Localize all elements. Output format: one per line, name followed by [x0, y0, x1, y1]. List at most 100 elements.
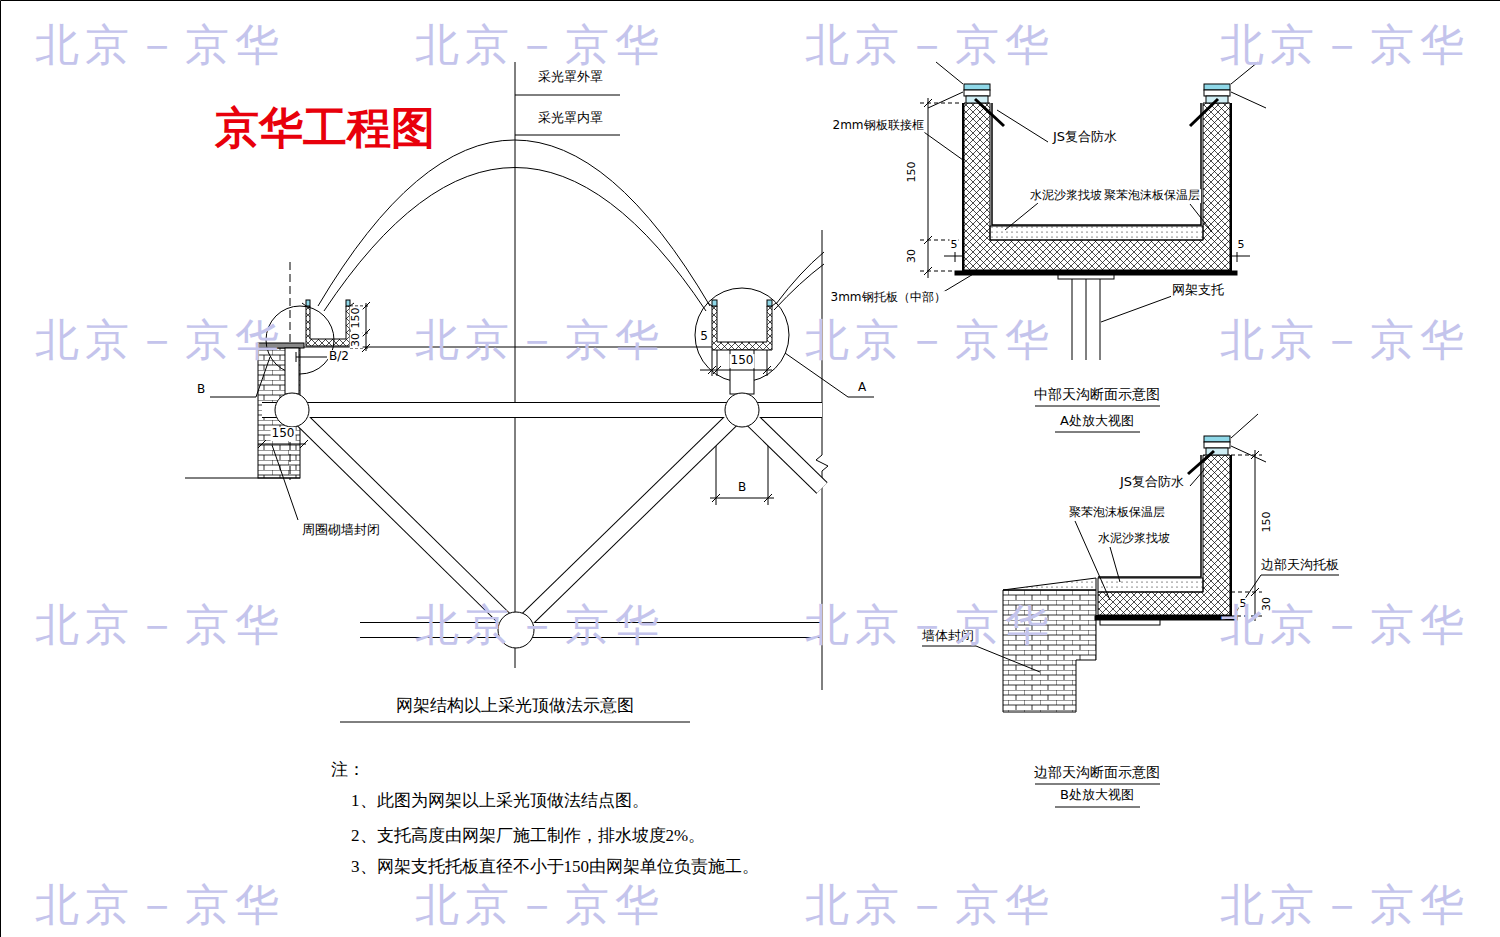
middle-gutter-section [1204, 84, 1230, 90]
watermark: 北京－京华 [1220, 315, 1470, 366]
light-roof-elevation [318, 140, 710, 306]
edge-gutter-section [1003, 578, 1096, 590]
null [262, 410, 822, 630]
light-roof-elevation [258, 444, 306, 445]
edge-gutter-section [1035, 784, 1160, 785]
part-label: 网架支托 [1171, 283, 1225, 298]
dimension: B [737, 481, 747, 495]
middle-gutter-section [921, 130, 963, 160]
dimension: B/2 [328, 350, 350, 364]
light-roof-elevation [822, 471, 823, 690]
light-roof-elevation [306, 300, 310, 306]
part-label: 水泥沙浆找坡 [1097, 532, 1171, 546]
light-roof-elevation [515, 95, 620, 96]
light-roof-elevation [712, 494, 772, 502]
watermark: 北京－京华 [1220, 20, 1470, 71]
light-roof-elevation [767, 300, 772, 306]
light-roof-elevation [346, 300, 350, 306]
middle-gutter-section [1005, 203, 1038, 230]
edge-gutter-section [1190, 470, 1204, 486]
dimension: 5 [950, 239, 959, 252]
edge-gutter-section [1110, 547, 1120, 582]
part-label: 边部天沟托板 [1260, 558, 1340, 573]
light-roof-elevation [324, 168, 706, 312]
part-label: 采光罩内罩 [537, 111, 604, 126]
light-roof-elevation [296, 352, 297, 362]
dimension: 150 [906, 161, 919, 184]
middle-gutter-section [975, 99, 1004, 126]
dimension: 5 [1237, 239, 1246, 252]
light-roof-elevation [730, 350, 754, 394]
watermark: 北京－京华 [805, 20, 1055, 71]
edge-gutter-section [1204, 436, 1230, 442]
watermark: 北京－京华 [805, 600, 1055, 651]
middle-gutter-section [920, 62, 1266, 432]
watermark: 北京－京华 [415, 20, 665, 71]
light-roof-elevation [362, 302, 370, 352]
watermark: 北京－京华 [415, 880, 665, 931]
middle-gutter-section [928, 98, 929, 278]
light-roof-elevation [712, 306, 772, 350]
part-label: 周圈砌墙封闭 [301, 523, 381, 538]
watermark: 北京－京华 [415, 600, 665, 651]
edge-gutter-section [1098, 455, 1230, 615]
middle-gutter-section [997, 110, 1048, 142]
part-label: 水泥沙浆找坡 [1029, 189, 1103, 203]
middle-gutter-section [990, 226, 1203, 240]
drawing-title: 京华工程图 [215, 103, 435, 154]
watermark: 北京－京华 [35, 315, 285, 366]
null [516, 410, 742, 630]
edge-gutter-section [1231, 455, 1262, 616]
middle-gutter-section [1190, 99, 1218, 126]
light-roof-elevation [258, 440, 308, 448]
light-roof-elevation [285, 348, 299, 394]
light-roof-elevation [296, 357, 327, 358]
middle-gutter-section [1190, 204, 1212, 232]
edge-gutter-section [1055, 807, 1140, 808]
watermark: 北京－京华 [35, 600, 285, 651]
light-roof-elevation [185, 62, 874, 722]
null [516, 410, 742, 630]
note: 1、此图为网架以上采光顶做法结点图。 [350, 791, 650, 811]
light-roof-elevation [776, 252, 824, 304]
edge-gutter-section [1096, 455, 1231, 616]
edge-gutter-section [1098, 578, 1203, 592]
light-roof-elevation [695, 288, 789, 382]
dimension: 150 [350, 307, 363, 330]
light-roof-elevation [700, 370, 772, 371]
light-roof-elevation [816, 455, 828, 471]
watermark: 北京－京华 [805, 880, 1055, 931]
watermark: 北京－京华 [415, 315, 665, 366]
light-roof-elevation [350, 306, 370, 348]
watermark: 北京－京华 [35, 20, 285, 71]
part-label: 聚苯泡沫板保温层 [1103, 189, 1201, 203]
part-label: 2mm钢板联接框 [831, 119, 924, 133]
callout-letter: B [196, 383, 206, 397]
light-roof-elevation [710, 498, 774, 499]
part-label: 采光罩外罩 [537, 70, 604, 85]
null [725, 393, 759, 427]
middle-gutter-section [992, 103, 1201, 225]
null [262, 410, 822, 630]
middle-gutter-section [964, 84, 990, 90]
light-roof-elevation [306, 306, 350, 346]
middle-gutter-section [963, 103, 1231, 271]
middle-gutter-section [955, 271, 1237, 275]
detail-caption: 中部天沟断面示意图 [1033, 386, 1161, 402]
edge-gutter-section [1100, 620, 1160, 625]
part-label: 聚苯泡沫板保温层 [1068, 506, 1166, 520]
light-roof-elevation [716, 428, 768, 505]
middle-gutter-section [964, 90, 990, 96]
middle-gutter-section [920, 103, 962, 271]
dimension: 30 [350, 332, 363, 348]
light-roof-elevation [708, 303, 776, 306]
middle-gutter-section [1101, 296, 1172, 322]
middle-gutter-section [964, 103, 1230, 270]
dimension: 150 [730, 354, 755, 368]
watermark: 北京－京华 [1220, 600, 1470, 651]
light-roof-elevation [272, 445, 298, 520]
dimension: 150 [271, 427, 296, 441]
middle-gutter-section [1055, 432, 1140, 433]
